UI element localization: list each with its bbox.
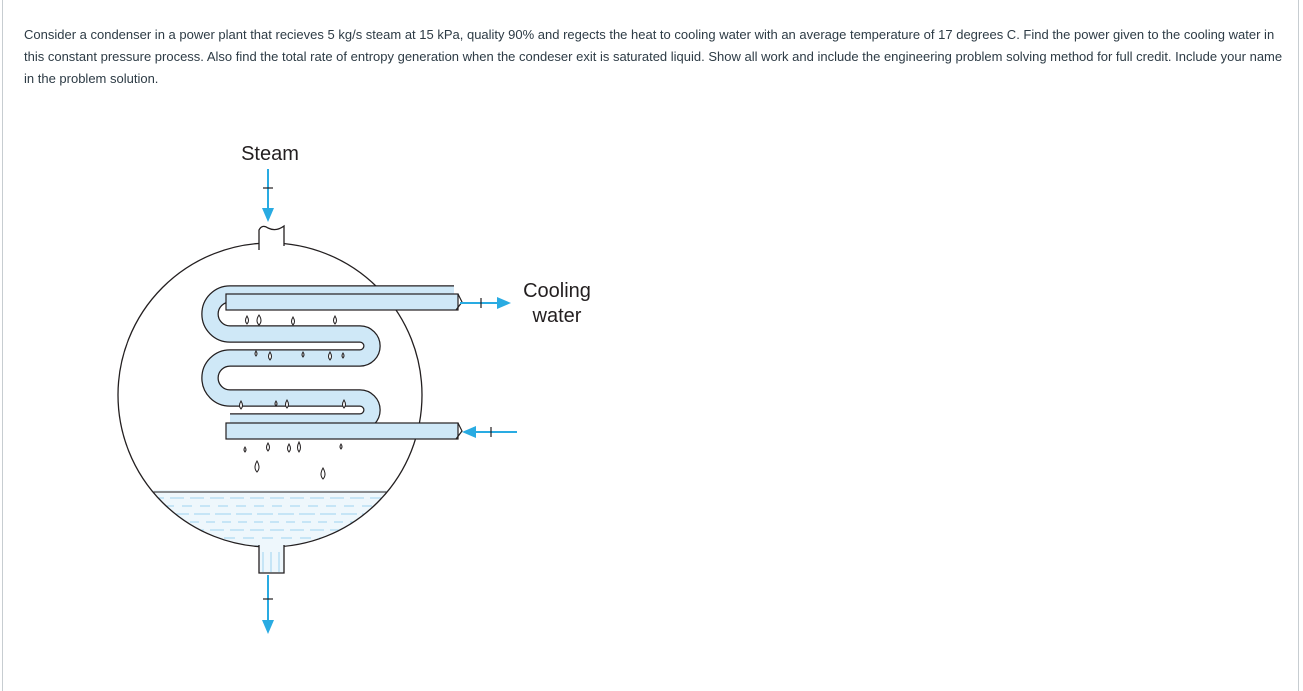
water-droplet-icon — [254, 350, 258, 357]
condensate-outlet-arrow-icon — [262, 575, 274, 634]
condensate-droplets — [239, 314, 346, 480]
steam-label: Steam — [241, 143, 299, 165]
water-droplet-icon — [320, 466, 326, 480]
water-droplet-icon — [342, 399, 346, 409]
question-text: Consider a condenser in a power plant th… — [24, 27, 1283, 86]
water-droplet-icon — [266, 442, 270, 452]
water-droplet-icon — [254, 459, 260, 473]
water-droplet-icon — [328, 351, 332, 361]
cooling-water-tube — [201, 285, 463, 440]
cooling-water-inlet-arrow-icon — [462, 426, 517, 438]
water-droplet-icon — [245, 315, 249, 325]
water-droplet-icon — [274, 400, 278, 407]
water-droplet-icon — [256, 314, 262, 326]
cooling-water-label-line2: water — [532, 305, 582, 327]
water-droplet-icon — [268, 351, 272, 361]
water-droplet-icon — [285, 399, 289, 409]
water-droplet-icon — [301, 351, 305, 358]
water-droplet-icon — [339, 443, 343, 450]
water-droplet-icon — [341, 352, 345, 359]
water-droplet-icon — [297, 440, 301, 453]
steam-inlet-arrow-icon — [262, 169, 274, 222]
water-droplet-icon — [243, 446, 247, 453]
water-droplet-icon — [333, 315, 337, 325]
water-droplet-icon — [291, 316, 295, 326]
water-droplet-icon — [287, 443, 291, 453]
water-droplet-icon — [239, 400, 243, 410]
cooling-water-outlet-arrow-icon — [460, 297, 511, 309]
cooling-water-label-line1: Cooling — [523, 280, 591, 302]
